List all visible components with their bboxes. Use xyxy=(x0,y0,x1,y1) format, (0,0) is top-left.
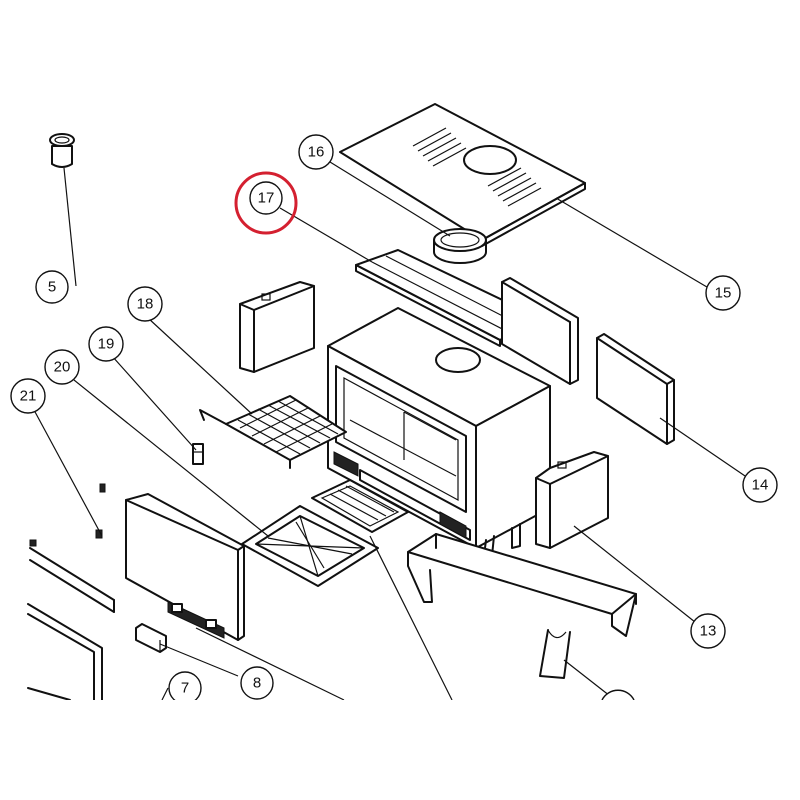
highlight-ring xyxy=(234,171,298,235)
callout-14: 14 xyxy=(742,467,778,503)
part-flue-collar xyxy=(433,228,487,264)
part-door xyxy=(125,493,245,641)
part-top-plate xyxy=(339,103,586,247)
part-door-frame-left xyxy=(27,603,103,701)
callout-label-14: 14 xyxy=(752,477,769,494)
callout-label-20: 20 xyxy=(54,359,71,376)
part-bracket xyxy=(192,443,204,465)
part-side-brick-left xyxy=(239,281,315,373)
callout-13: 13 xyxy=(690,613,726,649)
part-baffle xyxy=(355,249,541,347)
callout-label-18: 18 xyxy=(137,296,154,313)
callout-15: 15 xyxy=(705,275,741,311)
callout-label-13: 13 xyxy=(700,623,717,640)
callout-21: 21 xyxy=(10,378,46,414)
callout-label-15: 15 xyxy=(715,285,732,302)
callout-7: 7 xyxy=(168,671,202,705)
callout-8: 8 xyxy=(240,666,274,700)
leader-lines xyxy=(33,161,749,701)
part-pedestal-base xyxy=(407,533,637,679)
callout-5: 5 xyxy=(35,270,69,304)
callout-18: 18 xyxy=(127,286,163,322)
part-back-brick xyxy=(501,277,579,385)
part-stove-body xyxy=(327,307,551,557)
callout-label-17: 17 xyxy=(258,190,275,207)
part-grate xyxy=(199,395,347,469)
callout-label-16: 16 xyxy=(308,144,325,161)
part-cap xyxy=(49,133,75,168)
callout-20: 20 xyxy=(44,349,80,385)
callout-label-21: 21 xyxy=(20,388,37,405)
part-ash-grid xyxy=(311,479,409,533)
part-ash-pan xyxy=(241,505,379,587)
callout-label-7: 7 xyxy=(181,680,189,697)
callout-label-8: 8 xyxy=(253,675,261,692)
part-side-brick-right xyxy=(535,451,609,549)
callout-19: 19 xyxy=(88,326,124,362)
callout-label-19: 19 xyxy=(98,336,115,353)
bottom-margin xyxy=(0,700,800,800)
callout-16: 16 xyxy=(298,134,334,170)
part-small-plate xyxy=(135,623,167,653)
callout-17: 17 xyxy=(234,171,298,235)
callout-label-5: 5 xyxy=(48,279,56,296)
part-side-frame-left xyxy=(29,483,115,613)
part-side-panel-right xyxy=(596,333,675,445)
callout-partial-bottom-right xyxy=(601,689,635,701)
callouts: 5 7 8 13 14 15 16 17 xyxy=(10,134,778,705)
